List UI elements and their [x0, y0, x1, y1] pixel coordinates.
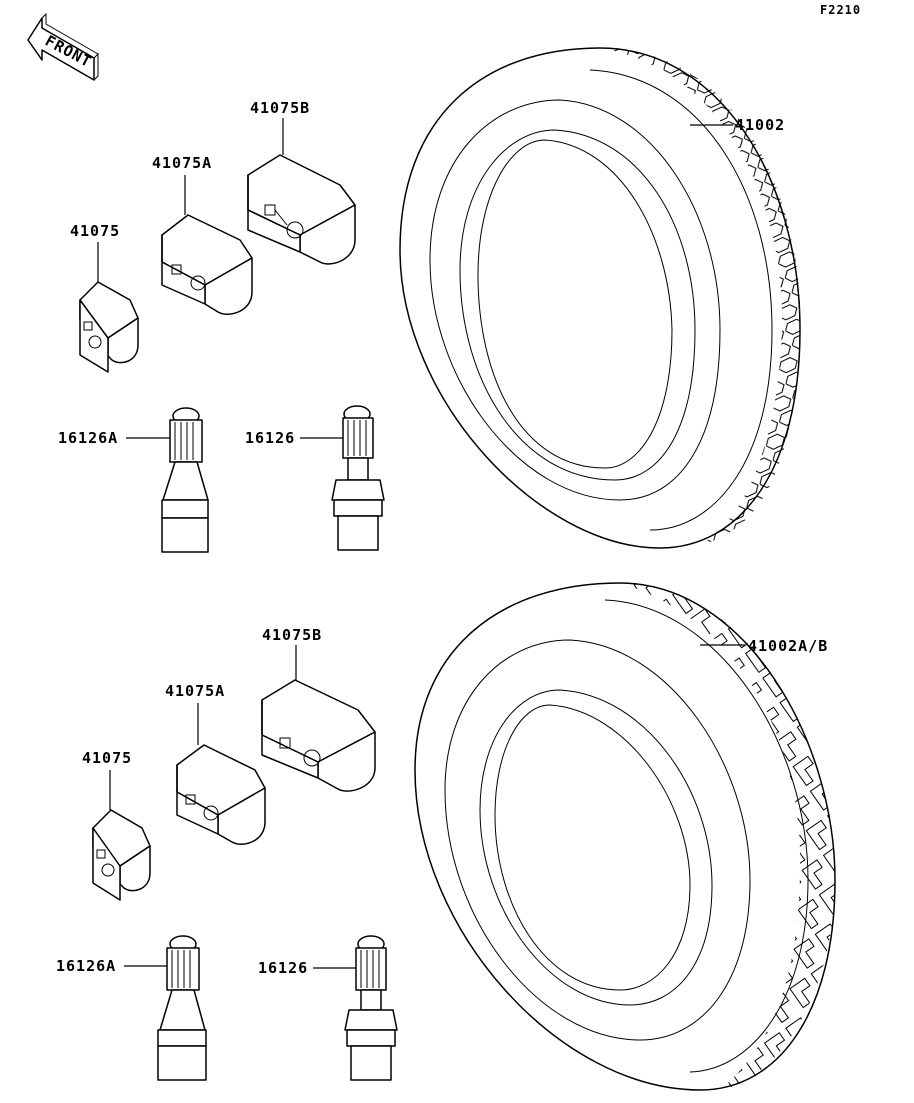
lower-weight-large-label: 41075B [262, 626, 322, 644]
upper-weight-small [79, 281, 139, 373]
lower-tire [414, 582, 836, 1091]
lower-weight-large [261, 679, 376, 792]
upper-weight-small-label: 41075 [70, 222, 120, 240]
lower-valve-metal [344, 935, 398, 1081]
upper-tire-label: 41002 [735, 116, 785, 134]
upper-valve-metal-label: 16126 [245, 429, 295, 447]
front-direction-arrow-icon [27, 12, 99, 81]
lower-weight-medium [176, 744, 266, 845]
lower-valve-rubber [157, 935, 207, 1081]
lower-tire-label: 41002A/B [748, 637, 828, 655]
lower-valve-rubber-label: 16126A [56, 957, 116, 975]
upper-valve-metal [331, 405, 385, 551]
upper-valve-rubber-label: 16126A [58, 429, 118, 447]
upper-weight-medium-label: 41075A [152, 154, 212, 172]
upper-weight-medium [161, 214, 253, 315]
lower-valve-metal-label: 16126 [258, 959, 308, 977]
upper-weight-large-label: 41075B [250, 99, 310, 117]
lower-weight-small [92, 809, 151, 901]
upper-valve-rubber [161, 407, 209, 553]
figure-id: F2210 [820, 3, 861, 17]
lower-weight-medium-label: 41075A [165, 682, 225, 700]
front-badge: FRONT [27, 12, 99, 81]
upper-tire [399, 47, 801, 549]
lower-weight-small-label: 41075 [82, 749, 132, 767]
upper-weight-large [247, 154, 356, 265]
